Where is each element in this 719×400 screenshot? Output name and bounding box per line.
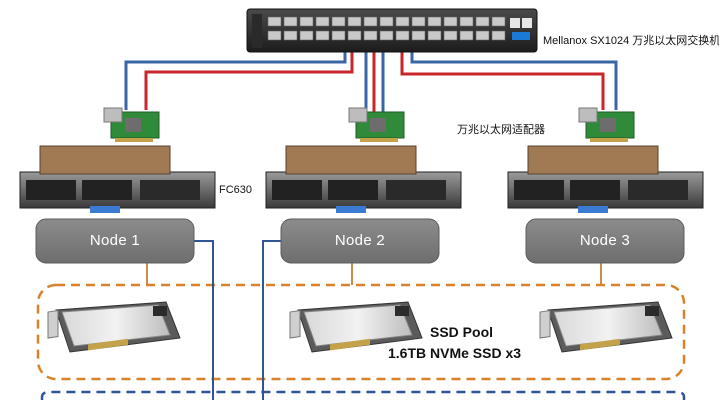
node-3-label: Node 3	[579, 232, 631, 249]
cable-blue-node1	[124, 50, 347, 110]
ssd-pool-border	[36, 283, 686, 381]
mellanox-switch	[246, 8, 538, 53]
nvme-ssd-2	[289, 301, 423, 353]
cable-red-node3	[400, 50, 605, 110]
node-2-box	[280, 218, 440, 264]
ssd-pool-subtitle: 1.6TB NVMe SSD x3	[388, 345, 522, 361]
server-label: FC630	[219, 184, 253, 196]
cable-blue-node3	[410, 50, 618, 110]
switch-label: Mellanox SX1024 万兆以太网交换机	[543, 35, 719, 47]
node-ssd-links	[146, 262, 602, 285]
adapter-node3	[578, 107, 635, 142]
server-node2	[265, 145, 462, 213]
node-1-label: Node 1	[89, 232, 141, 249]
adapter-node2	[348, 107, 405, 142]
switch-ports	[267, 16, 506, 41]
storage-links	[193, 240, 283, 400]
server-node1	[19, 145, 216, 213]
nvme-ssd-1	[47, 301, 181, 353]
adapter-node1	[103, 107, 160, 142]
storage-link-node2	[262, 240, 283, 400]
node-1-box	[35, 218, 195, 264]
server-node3	[507, 145, 704, 213]
adapter-label: 万兆以太网适配器	[457, 124, 545, 136]
lower-pool-border	[40, 390, 686, 400]
node-2-label: Node 2	[334, 232, 386, 249]
network-cables	[124, 50, 618, 112]
nvme-ssd-3	[539, 301, 673, 353]
node-3-box	[525, 218, 685, 264]
cable-red-node1	[144, 50, 354, 110]
ssd-pool-title: SSD Pool	[430, 324, 494, 340]
storage-link-node1	[193, 240, 214, 400]
